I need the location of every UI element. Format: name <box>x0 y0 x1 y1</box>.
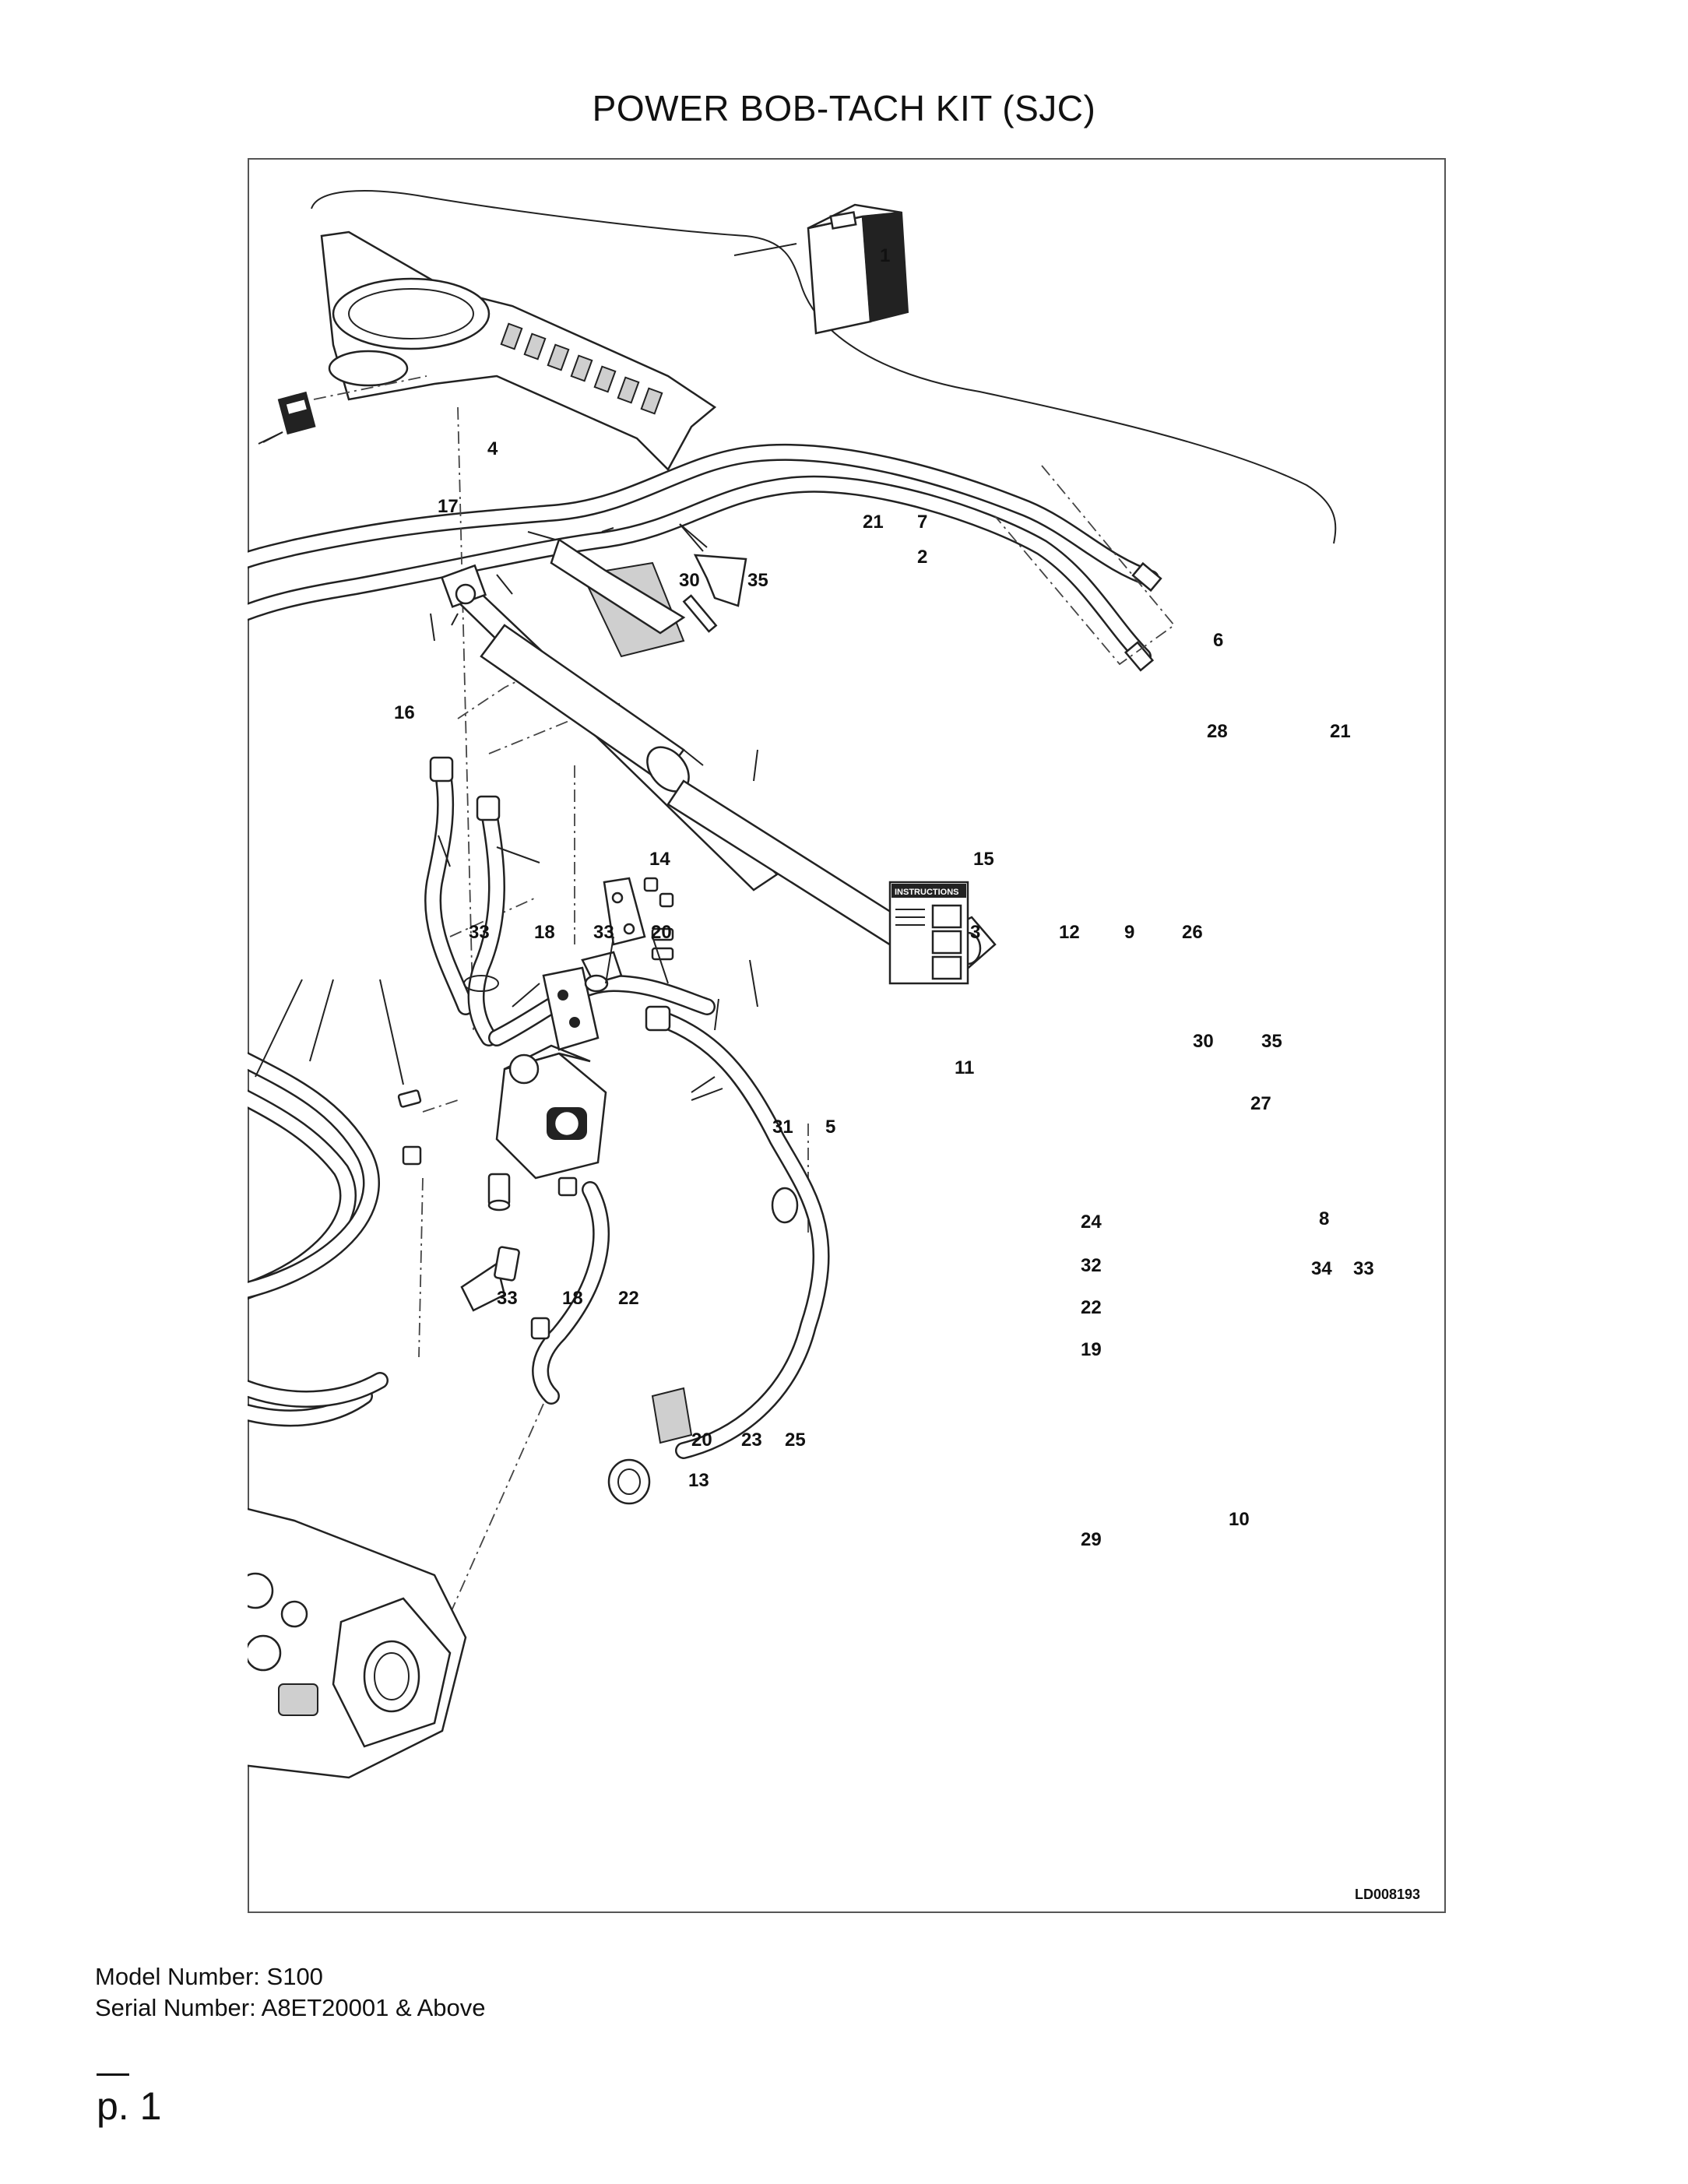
drawing-code: LD008193 <box>1355 1887 1420 1902</box>
model-number: Model Number: S100 <box>95 1963 323 1990</box>
callout-35: 35 <box>1261 1031 1282 1052</box>
callout-30: 30 <box>1193 1031 1214 1052</box>
switch <box>258 375 427 445</box>
bracket-6 <box>679 523 747 633</box>
callout-19: 19 <box>1081 1339 1102 1360</box>
operator-panel <box>311 190 1337 544</box>
callout-35: 35 <box>747 570 768 591</box>
callout-18: 18 <box>534 922 555 943</box>
bracket-12 <box>603 877 674 961</box>
fitting-24 <box>581 951 623 993</box>
callout-leaders <box>255 431 758 1101</box>
serial-number: Serial Number: A8ET20001 & Above <box>95 1994 486 2021</box>
callout-23: 23 <box>741 1430 762 1451</box>
callout-2: 2 <box>917 547 927 568</box>
callout-34: 34 <box>1311 1258 1332 1279</box>
callout-13: 13 <box>688 1470 709 1491</box>
kit-box <box>733 203 909 335</box>
callout-33: 33 <box>469 922 490 943</box>
cylinder <box>440 538 997 973</box>
callout-20: 20 <box>651 922 672 943</box>
callout-labels: 1 4 17 21 7 2 30 35 16 6 28 21 14 15 33 … <box>394 245 1374 1550</box>
hose-19 <box>530 1181 610 1405</box>
callout-32: 32 <box>1081 1255 1102 1276</box>
callout-28: 28 <box>1207 721 1228 742</box>
callout-8: 8 <box>1319 1208 1329 1229</box>
callout-21: 21 <box>863 512 884 533</box>
page-title: POWER BOB-TACH KIT (SJC) <box>592 88 1096 128</box>
callout-3: 3 <box>970 922 980 943</box>
instructions-label: INSTRUCTIONS <box>895 888 959 897</box>
callout-25: 25 <box>785 1430 806 1451</box>
callout-1: 1 <box>880 245 890 266</box>
callout-21: 21 <box>1330 721 1351 742</box>
callout-26: 26 <box>1182 922 1203 943</box>
hoses-18-20 <box>248 1051 389 1427</box>
callout-12: 12 <box>1059 922 1080 943</box>
callout-24: 24 <box>1081 1212 1102 1233</box>
callout-17: 17 <box>438 496 459 517</box>
callout-7: 7 <box>917 512 927 533</box>
callout-10: 10 <box>1229 1509 1250 1530</box>
callout-5: 5 <box>825 1117 835 1138</box>
fittings-small <box>397 1089 578 1312</box>
hoses-14-15 <box>424 756 716 1046</box>
callout-33: 33 <box>593 922 614 943</box>
callout-15: 15 <box>973 849 994 870</box>
valve-block <box>495 966 607 1180</box>
callout-18: 18 <box>562 1288 583 1309</box>
pump-assembly <box>248 1507 467 1779</box>
callout-33: 33 <box>497 1288 518 1309</box>
callout-4: 4 <box>487 438 498 459</box>
callout-30: 30 <box>679 570 700 591</box>
callout-31: 31 <box>772 1117 793 1138</box>
callout-9: 9 <box>1124 922 1134 943</box>
instructions-sheet: INSTRUCTIONS <box>888 881 969 985</box>
page-number: p. 1 <box>97 2084 162 2128</box>
hose-8 <box>607 1005 830 1505</box>
callout-22: 22 <box>1081 1297 1102 1318</box>
callout-16: 16 <box>394 702 415 723</box>
callout-22: 22 <box>618 1288 639 1309</box>
diagram-frame <box>248 158 1446 1913</box>
callout-27: 27 <box>1250 1093 1271 1114</box>
hose-17 <box>248 443 1162 672</box>
parts-diagram: INSTRUCTIONS <box>248 190 1420 1902</box>
page-number-rule <box>97 2073 129 2076</box>
callout-29: 29 <box>1081 1529 1102 1550</box>
callout-11: 11 <box>955 1057 974 1078</box>
callout-14: 14 <box>649 849 670 870</box>
callout-33: 33 <box>1353 1258 1374 1279</box>
callout-6: 6 <box>1213 630 1223 651</box>
callout-20: 20 <box>691 1430 712 1451</box>
